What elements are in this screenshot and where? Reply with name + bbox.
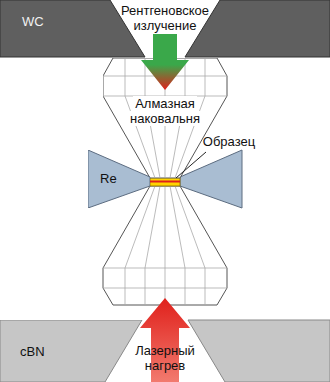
- re-gasket: Re: [88, 150, 150, 208]
- cbn-seat-label: cBN: [20, 344, 80, 359]
- beam-label: Рентгеновское излучение: [105, 3, 225, 33]
- beam-label: Лазерный нагрев: [120, 343, 210, 373]
- leader-line: [176, 152, 206, 178]
- part-label: Образец: [194, 134, 264, 149]
- cbn-seat-right: [188, 320, 330, 382]
- wc-seat-label: WC: [22, 14, 82, 29]
- cbn-seat: cBN: [0, 320, 145, 382]
- diamond-anvil-label: Алмазная наковальня: [120, 96, 210, 126]
- re-gasket-label: Re: [100, 171, 130, 186]
- xray-arrow: [141, 34, 189, 90]
- bottom-anvil: [103, 186, 227, 305]
- re-gasket-shape: [88, 150, 150, 208]
